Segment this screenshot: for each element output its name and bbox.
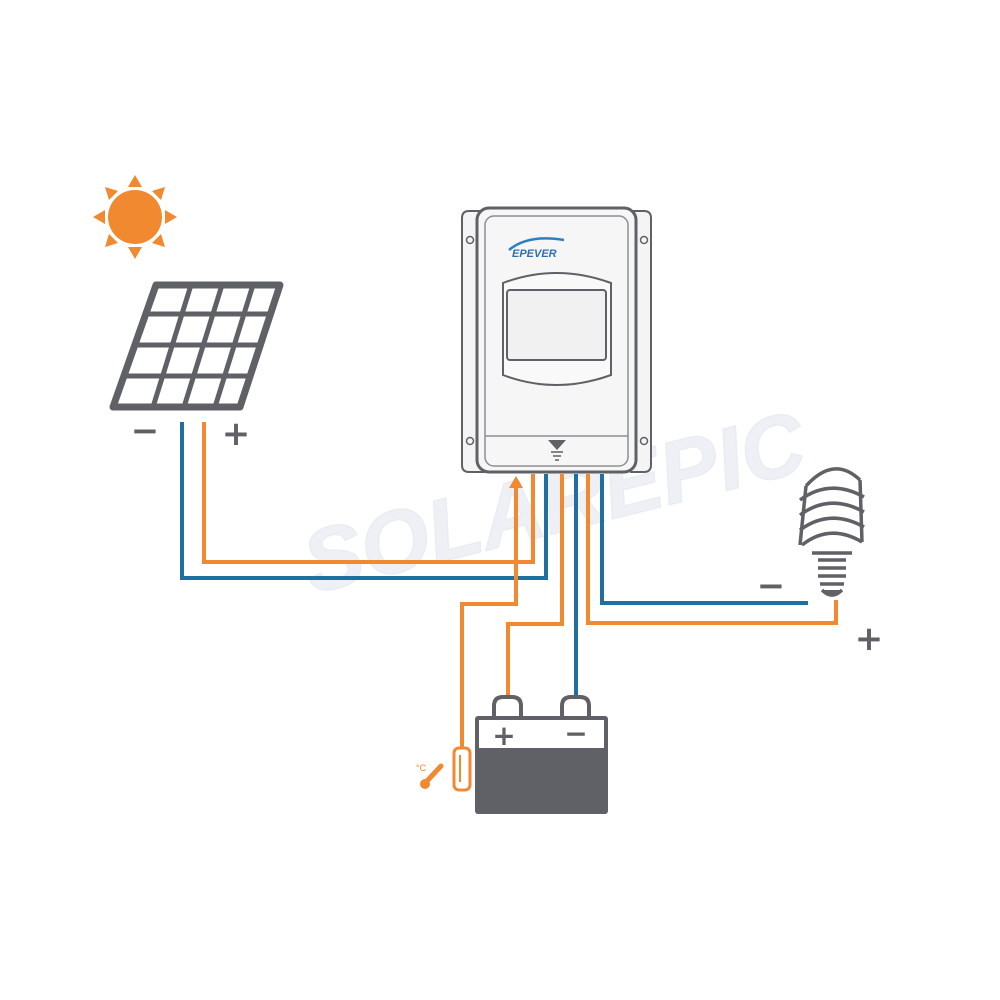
sensor-wire bbox=[460, 484, 518, 748]
load-negative-wire bbox=[600, 474, 808, 605]
charge-controller-icon bbox=[461, 206, 652, 474]
battery-plus-label: + bbox=[492, 719, 515, 752]
load-minus-label: − bbox=[757, 566, 786, 606]
thermometer-icon: °C bbox=[416, 763, 444, 789]
panel-minus-label: − bbox=[131, 411, 160, 451]
controller-brand: EPEVER bbox=[512, 248, 557, 260]
load-positive-wire bbox=[586, 474, 838, 625]
battery-positive-wire bbox=[506, 474, 564, 697]
temperature-sensor-icon bbox=[452, 746, 472, 792]
load-plus-label: + bbox=[855, 619, 884, 659]
panel-positive-wire bbox=[202, 422, 535, 564]
sun-icon bbox=[93, 175, 177, 259]
wires bbox=[180, 422, 838, 748]
sensor-unit-label: °C bbox=[416, 763, 427, 773]
sensor-wire-arrow bbox=[509, 476, 523, 488]
panel-plus-label: + bbox=[222, 414, 251, 454]
panel-negative-wire bbox=[180, 422, 548, 580]
battery-minus-label: − bbox=[564, 717, 587, 750]
solar-panel-icon bbox=[109, 281, 284, 411]
battery-icon bbox=[475, 695, 608, 814]
epever-logo: EPEVER bbox=[508, 237, 565, 260]
light-bulb-icon bbox=[798, 467, 865, 597]
